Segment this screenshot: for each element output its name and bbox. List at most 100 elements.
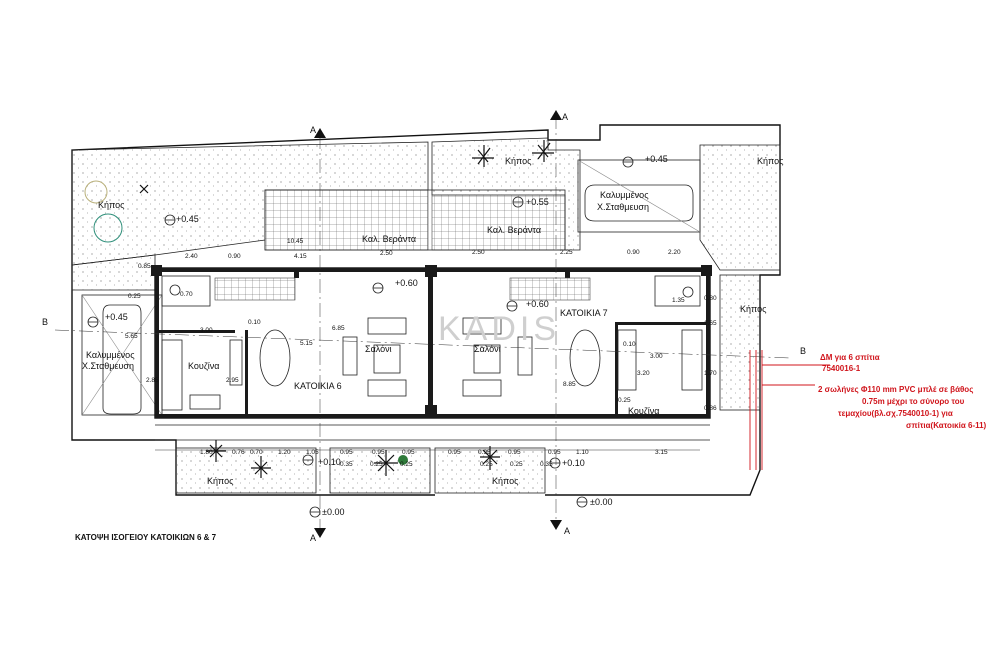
- room-label-parking-7-line2: Χ.Σταθμευση: [597, 202, 649, 212]
- dim-side-6-e: 5.15: [300, 340, 313, 347]
- dim-rear-4: 10.45: [287, 238, 304, 245]
- room-label-kitchen-7: Κουζίνα: [628, 406, 660, 416]
- dim-rear-9: 2.20: [668, 249, 681, 256]
- level-garden-6: +0.45: [176, 214, 199, 224]
- dim-wc-7: 1.35: [672, 297, 685, 304]
- parking-areas: [81, 159, 701, 416]
- dim-living-6-width: 6.85: [332, 325, 345, 332]
- dim-front-11: 0.95: [508, 449, 521, 456]
- room-label-garden-rear-mid: Κήπος: [505, 156, 532, 166]
- dim-side-7-a: 1.65: [704, 320, 717, 327]
- dim-kitchen-6-depth: 2.95: [226, 377, 239, 384]
- level-front-7: +0.10: [562, 458, 585, 468]
- dim-side-6-b: 0.25: [128, 293, 141, 300]
- dim-front-inner-3: 0.25: [400, 461, 413, 468]
- room-label-house-7: ΚΑΤΟΙΚΙΑ 7: [560, 308, 608, 318]
- dim-rear-6: 2.50: [472, 249, 485, 256]
- dim-front-inner-5: 0.25: [510, 461, 523, 468]
- room-label-living-7: Σαλόνι: [474, 344, 501, 354]
- verandas: [264, 189, 566, 251]
- level-house-6: +0.60: [395, 278, 418, 288]
- dim-front-4: 1.20: [278, 449, 291, 456]
- note-dm-line1: ΔΜ για 6 σπίτια: [820, 353, 880, 362]
- dim-front-inner-6: 0.35: [540, 461, 553, 468]
- dim-side-6-a: 0.85: [138, 263, 151, 270]
- room-label-parking-6-line2: Χ.Σταθμευση: [82, 361, 134, 371]
- dim-front-inner-4: 0.25: [480, 461, 493, 468]
- room-label-garden-front-left: Κήπος: [207, 476, 234, 486]
- dim-side-6-d: 5.65: [125, 333, 138, 340]
- dim-front-13: 1.10: [576, 449, 589, 456]
- dim-side-7-d: 0.86: [704, 405, 717, 412]
- stairs: [214, 277, 591, 301]
- level-front-6: +0.10: [318, 457, 341, 467]
- dim-side-7-b: 1.70: [704, 370, 717, 377]
- dim-rear-3: 4.15: [294, 253, 307, 260]
- dim-front-6: 0.95: [340, 449, 353, 456]
- level-house-7: +0.60: [526, 299, 549, 309]
- dim-front-2: 0.76: [232, 449, 245, 456]
- dim-front-inner-2: 0.25: [370, 461, 383, 468]
- dining-tables: [259, 329, 601, 387]
- front-porch: [155, 424, 710, 451]
- section-mark-a-top-left: A: [310, 125, 316, 135]
- dim-side-7-c: 0.80: [704, 295, 717, 302]
- dim-side-7-e: 0.25: [618, 397, 631, 404]
- section-lines: [54, 110, 791, 538]
- level-parking-6: +0.45: [105, 312, 128, 322]
- room-label-garden-front-right: Κήπος: [492, 476, 519, 486]
- room-label-living-6: Σαλόνι: [365, 344, 392, 354]
- dim-front-9: 0.95: [448, 449, 461, 456]
- note-pipe-line2: 0.75m μέχρι το σύνορο του: [862, 397, 965, 406]
- section-mark-a-bottom-right: A: [564, 526, 570, 536]
- room-label-veranda-7: Καλ. Βεράντα: [487, 225, 541, 235]
- living-room-furniture: [342, 317, 533, 397]
- dim-wall-7: 0.10: [623, 341, 636, 348]
- kitchen-units: [161, 329, 703, 411]
- dim-kitchen-7-width: 3.00: [650, 353, 663, 360]
- dim-front-inner-1: 0.35: [340, 461, 353, 468]
- level-street-6: ±0.00: [322, 507, 344, 517]
- dim-front-14: 3.15: [655, 449, 668, 456]
- level-veranda-7: +0.55: [526, 197, 549, 207]
- dim-front-1: 1.80: [200, 449, 213, 456]
- rear-gardens: [71, 137, 781, 291]
- room-label-veranda-6: Καλ. Βεράντα: [362, 234, 416, 244]
- room-label-kitchen-6: Κουζίνα: [188, 361, 220, 371]
- note-pipe-line4: σπίτια(Κατοικία 6-11): [906, 421, 987, 430]
- room-label-parking-6-line1: Καλυμμένος: [86, 350, 135, 360]
- dim-front-12: 0.95: [548, 449, 561, 456]
- dim-rear-7: 2.25: [560, 249, 573, 256]
- dim-rear-2: 0.90: [228, 253, 241, 260]
- section-mark-a-bottom-left: A: [310, 533, 316, 543]
- dim-wall-6: 0.10: [248, 319, 261, 326]
- dim-living-7-depth: 8.85: [563, 381, 576, 388]
- dimension-annotations: 2.40 0.90 4.15 10.45 2.50 2.50 2.25 0.90…: [125, 238, 717, 468]
- dim-front-3: 0.70: [250, 449, 263, 456]
- section-mark-b-left: B: [42, 317, 48, 327]
- note-dm-line2: 7540016-1: [822, 364, 861, 373]
- garden-plants: [84, 140, 554, 478]
- note-pipe-line3: τεμαχίου(βλ.σχ.7540010-1) για: [838, 409, 953, 418]
- level-parking-7: +0.45: [645, 154, 668, 164]
- dim-wc-6: 0.70: [180, 291, 193, 298]
- dim-rear-5: 2.50: [380, 250, 393, 257]
- pipe-callout-lines: [749, 350, 830, 470]
- room-label-garden-side: Κήπος: [740, 304, 767, 314]
- wc-rooms: [161, 275, 701, 307]
- room-label-garden-rear-right: Κήπος: [757, 156, 784, 166]
- room-label-garden-rear-left: Κήπος: [98, 200, 125, 210]
- section-mark-a-top-right: A: [562, 112, 568, 122]
- note-pipe-line1: 2 σωλήνες Φ110 mm PVC μπλέ σε βάθος: [818, 385, 973, 394]
- dim-rear-8: 0.90: [627, 249, 640, 256]
- dim-side-6-c: 2.85: [146, 377, 159, 384]
- room-label-house-6: ΚΑΤΟΙΚΙΑ 6: [294, 381, 342, 391]
- dim-kitchen-7-depth: 3.20: [637, 370, 650, 377]
- room-label-parking-7-line1: Καλυμμένος: [600, 190, 649, 200]
- drawing-title: ΚΑΤΟΨΗ ΙΣΟΓΕΙΟΥ ΚΑΤΟΙΚΙΩΝ 6 & 7: [75, 533, 217, 542]
- dim-front-8: 0.95: [402, 449, 415, 456]
- side-garden-right: [719, 274, 761, 411]
- dim-front-10: 0.95: [478, 449, 491, 456]
- dim-kitchen-6-width: 3.00: [200, 327, 213, 334]
